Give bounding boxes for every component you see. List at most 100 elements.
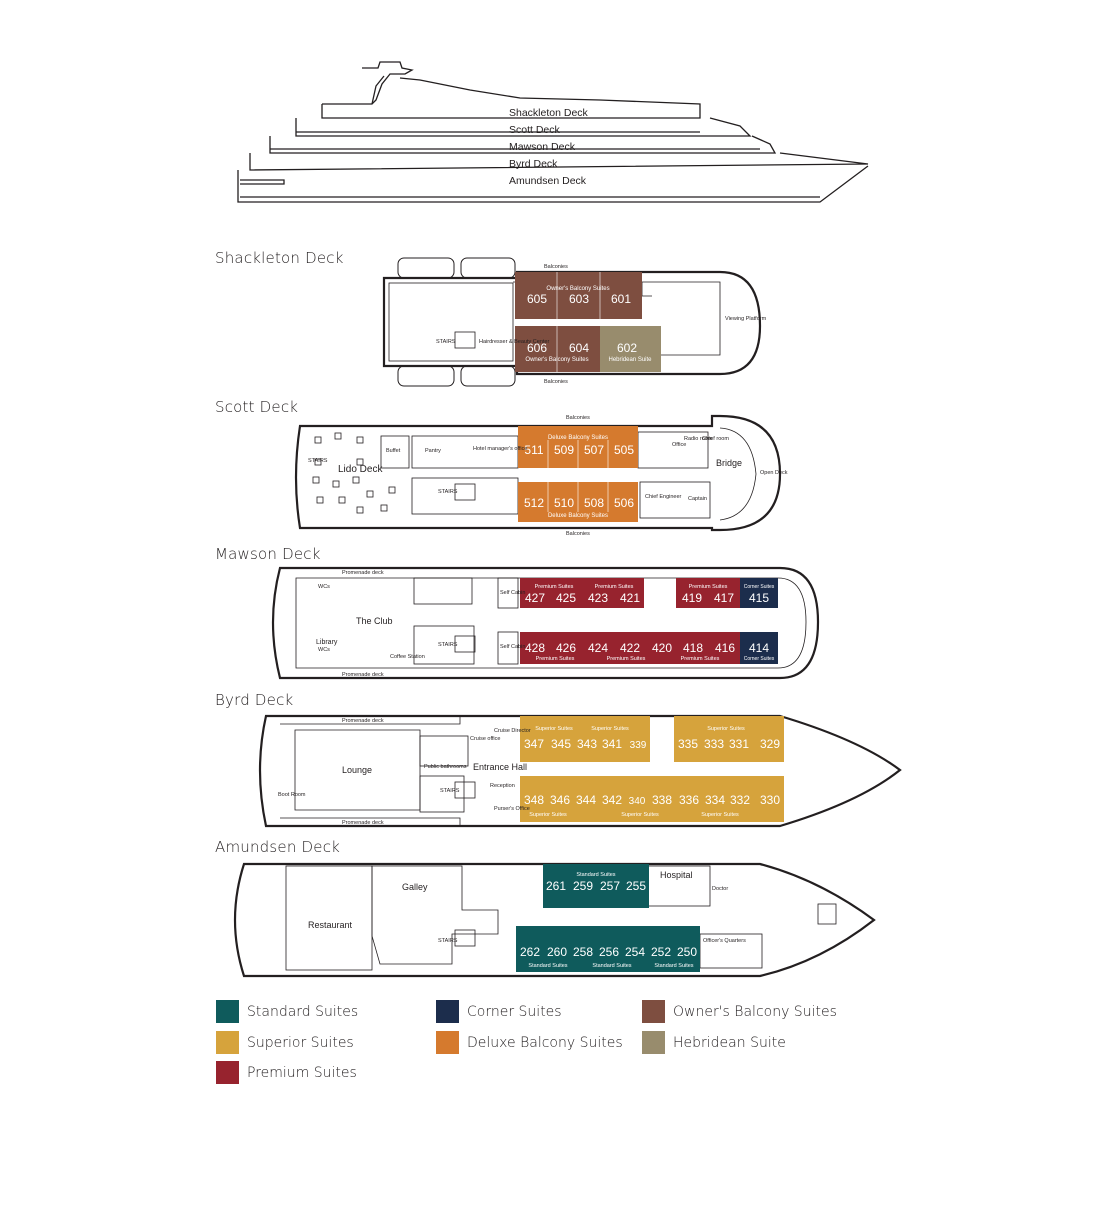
galley-label: Galley <box>402 882 428 892</box>
cabin-338: 338 <box>652 793 672 807</box>
lido-table <box>356 506 364 514</box>
mawson-premium-top-b: Premium Suites <box>595 584 634 590</box>
wcs-top: WCs <box>318 584 330 590</box>
byrd-promenade-top: Promenade deck <box>342 718 384 724</box>
legend-swatch-deluxe <box>436 1031 459 1054</box>
lido-table <box>334 432 342 440</box>
cabin-605: 605 <box>527 292 547 306</box>
hospital-label: Hospital <box>660 870 693 880</box>
premium-block-bottom <box>520 632 740 664</box>
cabin-506: 506 <box>614 496 634 510</box>
cabin-334: 334 <box>705 793 725 807</box>
cabin-330: 330 <box>760 793 780 807</box>
amundsen-standard-bottom-c: Standard Suites <box>654 963 693 969</box>
cabin-424: 424 <box>588 641 608 655</box>
legend-premium: Premium Suites <box>216 1061 357 1084</box>
premium-block-top-b <box>676 578 740 608</box>
doctor-label: Doctor <box>712 886 728 892</box>
self-cabin-top: Self Cabin <box>500 590 525 596</box>
radio-room-label: Radio room <box>684 436 713 442</box>
scott-stairs: STAIRS <box>438 489 458 495</box>
byrd-superior-bottom-b: Superior Suites <box>621 812 659 818</box>
legend-label-premium: Premium Suites <box>247 1064 357 1081</box>
mawson-premium-top-a: Premium Suites <box>535 584 574 590</box>
office-label: Office <box>672 442 686 448</box>
lounge-label: Lounge <box>342 765 372 775</box>
cabin-415: 415 <box>749 591 769 605</box>
legend-swatch-standard <box>216 1000 239 1023</box>
captain-label: Captain <box>688 496 707 502</box>
cabin-420: 420 <box>652 641 672 655</box>
lido-table <box>314 458 322 466</box>
superior-block-top-a <box>520 716 650 762</box>
coffee-station: Coffee Station <box>390 654 425 660</box>
cabin-417: 417 <box>714 591 734 605</box>
cabin-426: 426 <box>556 641 576 655</box>
cabin-341: 341 <box>602 737 622 751</box>
salon-label: Hairdresser & Beauty Center <box>479 339 549 345</box>
byrd-superior-bottom-c: Superior Suites <box>701 812 739 818</box>
hotel-office-label: Hotel manager's office <box>473 446 527 452</box>
lido-table <box>356 436 364 444</box>
deck-title-byrd: Byrd Deck <box>215 691 294 709</box>
cabin-342: 342 <box>602 793 622 807</box>
lido-table <box>338 496 346 504</box>
officers-quarters-label: Officer's Quarters <box>703 938 746 944</box>
scott-stairs-2: STAIRS <box>308 458 328 464</box>
lido-table <box>380 504 388 512</box>
cabin-418: 418 <box>683 641 703 655</box>
legend-label-superior: Superior Suites <box>247 1034 354 1051</box>
legend-owners: Owner's Balcony Suites <box>642 1000 837 1023</box>
legend-label-hebridean: Hebridean Suite <box>673 1034 786 1051</box>
legend-standard: Standard Suites <box>216 1000 358 1023</box>
owners-suite-block-top <box>515 272 642 319</box>
restaurant-label: Restaurant <box>308 920 353 930</box>
cabin-601: 601 <box>611 292 631 306</box>
cabin-606: 606 <box>527 341 547 355</box>
legend-superior: Superior Suites <box>216 1031 354 1054</box>
cabin-419: 419 <box>682 591 702 605</box>
mawson-corner-top: Corner Suites <box>744 584 775 590</box>
profile-deck-byrd: Byrd Deck <box>509 158 558 170</box>
profile-deck-mawson: Mawson Deck <box>509 141 576 153</box>
cabin-505: 505 <box>614 443 634 457</box>
open-deck-label: Open Deck <box>760 470 788 476</box>
cabin-343: 343 <box>577 737 597 751</box>
cabin-511: 511 <box>524 443 543 457</box>
cabin-333: 333 <box>704 737 724 751</box>
cabin-425: 425 <box>556 591 576 605</box>
lido-deck-label: Lido Deck <box>338 464 383 475</box>
purser-label: Purser's Office <box>494 806 530 812</box>
legend-label-owners: Owner's Balcony Suites <box>673 1003 837 1020</box>
owners-suite-block-bottom <box>515 326 600 372</box>
mawson-premium-bottom-b: Premium Suites <box>607 656 646 662</box>
mawson-corner-bottom: Corner Suites <box>744 656 775 662</box>
legend-swatch-hebridean <box>642 1031 665 1054</box>
byrd-superior-top-c: Superior Suites <box>707 726 745 732</box>
cabin-336: 336 <box>679 793 699 807</box>
shackleton-stairs: STAIRS <box>436 339 456 345</box>
lido-table <box>312 476 320 484</box>
cabin-252: 252 <box>651 945 671 959</box>
legend-hebridean: Hebridean Suite <box>642 1031 786 1054</box>
lido-table <box>366 490 374 498</box>
lido-table <box>356 458 364 466</box>
cabin-510: 510 <box>554 496 574 510</box>
cabin-348: 348 <box>524 793 544 807</box>
byrd-superior-top-b: Superior Suites <box>591 726 629 732</box>
amundsen-standard-bottom-b: Standard Suites <box>592 963 631 969</box>
cabin-259: 259 <box>573 879 593 893</box>
byrd-superior-top-a: Superior Suites <box>535 726 573 732</box>
cruise-office-label: Cruise office <box>470 736 500 742</box>
byrd-promenade-bottom: Promenade deck <box>342 820 384 826</box>
cabin-255: 255 <box>626 879 646 893</box>
cabin-416: 416 <box>715 641 735 655</box>
cabin-422: 422 <box>620 641 640 655</box>
mawson-premium-bottom-c: Premium Suites <box>681 656 720 662</box>
corner-block-top <box>740 578 778 608</box>
ship-profile: Shackleton Deck Scott Deck Mawson Deck B… <box>237 61 869 203</box>
viewing-platform: Viewing Platform <box>725 316 767 322</box>
